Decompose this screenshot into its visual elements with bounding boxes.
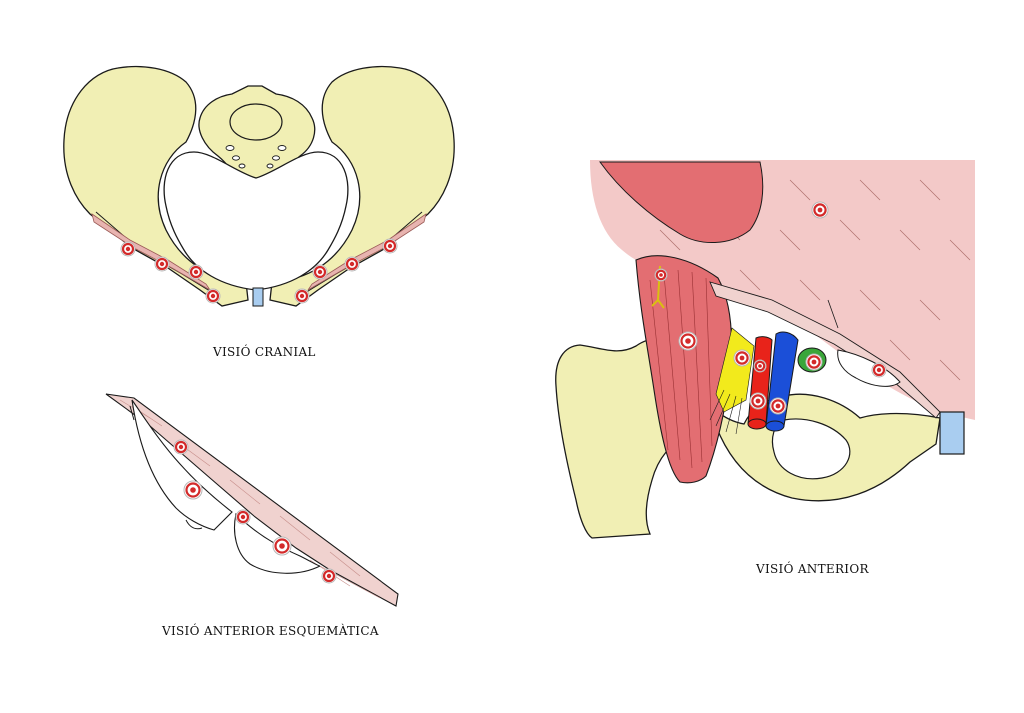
schematic-marker-2[interactable] xyxy=(183,480,203,500)
cranial-marker-7[interactable] xyxy=(344,256,360,272)
anterior-marker-3[interactable] xyxy=(678,331,698,351)
anterior-marker-7[interactable] xyxy=(871,362,887,378)
obturator-foramen xyxy=(771,418,851,480)
caption-cranial: VISIÓ CRANIAL xyxy=(213,345,316,359)
anterior-markers xyxy=(654,201,887,415)
internal-oblique-muscle xyxy=(599,161,764,244)
sacral-foramina xyxy=(225,145,287,169)
anterior-view-panel: VISIÓ ANTERIOR xyxy=(540,150,1020,590)
cranial-marker-1[interactable] xyxy=(120,241,136,257)
right-inguinal-strip xyxy=(307,213,427,291)
right-iliac-wing xyxy=(269,65,455,307)
schematic-marker-1[interactable] xyxy=(173,439,189,455)
anterior-marker-9[interactable] xyxy=(769,397,787,415)
anterior-marker-5[interactable] xyxy=(753,359,767,373)
anterior-marker-4[interactable] xyxy=(733,349,751,367)
muscular-lacuna xyxy=(131,399,233,531)
schematic-marker-3[interactable] xyxy=(235,509,251,525)
left-iliac-wing xyxy=(63,65,249,307)
sacral-promontory xyxy=(229,103,283,141)
cranial-marker-3[interactable] xyxy=(188,264,204,280)
cranial-marker-2[interactable] xyxy=(154,256,170,272)
schematic-marker-4[interactable] xyxy=(272,536,292,556)
cranial-view-panel: VISIÓ CRANIAL xyxy=(0,0,520,380)
pelvis-cranial-illustration xyxy=(63,65,455,307)
iliopsoas-muscle xyxy=(635,255,732,484)
pubic-symphysis-anterior xyxy=(939,411,965,455)
anterior-marker-1[interactable] xyxy=(811,201,829,219)
femoral-nerve xyxy=(709,327,755,435)
inguinal-ligament xyxy=(709,281,941,419)
schematic-illustration xyxy=(105,393,399,607)
caption-anterior: VISIÓ ANTERIOR xyxy=(756,562,869,576)
cranial-marker-8[interactable] xyxy=(382,238,398,254)
cranial-marker-4[interactable] xyxy=(205,288,221,304)
caption-schematic: VISIÓ ANTERIOR ESQUEMÀTICA xyxy=(162,624,379,638)
pubic-symphysis xyxy=(252,287,264,307)
cranial-markers xyxy=(120,238,398,304)
schematic-marker-5[interactable] xyxy=(321,568,337,584)
anterior-marker-6[interactable] xyxy=(805,353,823,371)
schematic-view-panel: VISIÓ ANTERIOR ESQUEMÀTICA xyxy=(0,380,520,660)
schematic-markers xyxy=(173,439,337,584)
anterior-marker-8[interactable] xyxy=(749,392,767,410)
anterior-illustration xyxy=(555,160,975,539)
cranial-marker-6[interactable] xyxy=(312,264,328,280)
anterior-marker-2[interactable] xyxy=(654,268,668,282)
cranial-marker-5[interactable] xyxy=(294,288,310,304)
lacunar-ligament-area xyxy=(837,349,901,387)
